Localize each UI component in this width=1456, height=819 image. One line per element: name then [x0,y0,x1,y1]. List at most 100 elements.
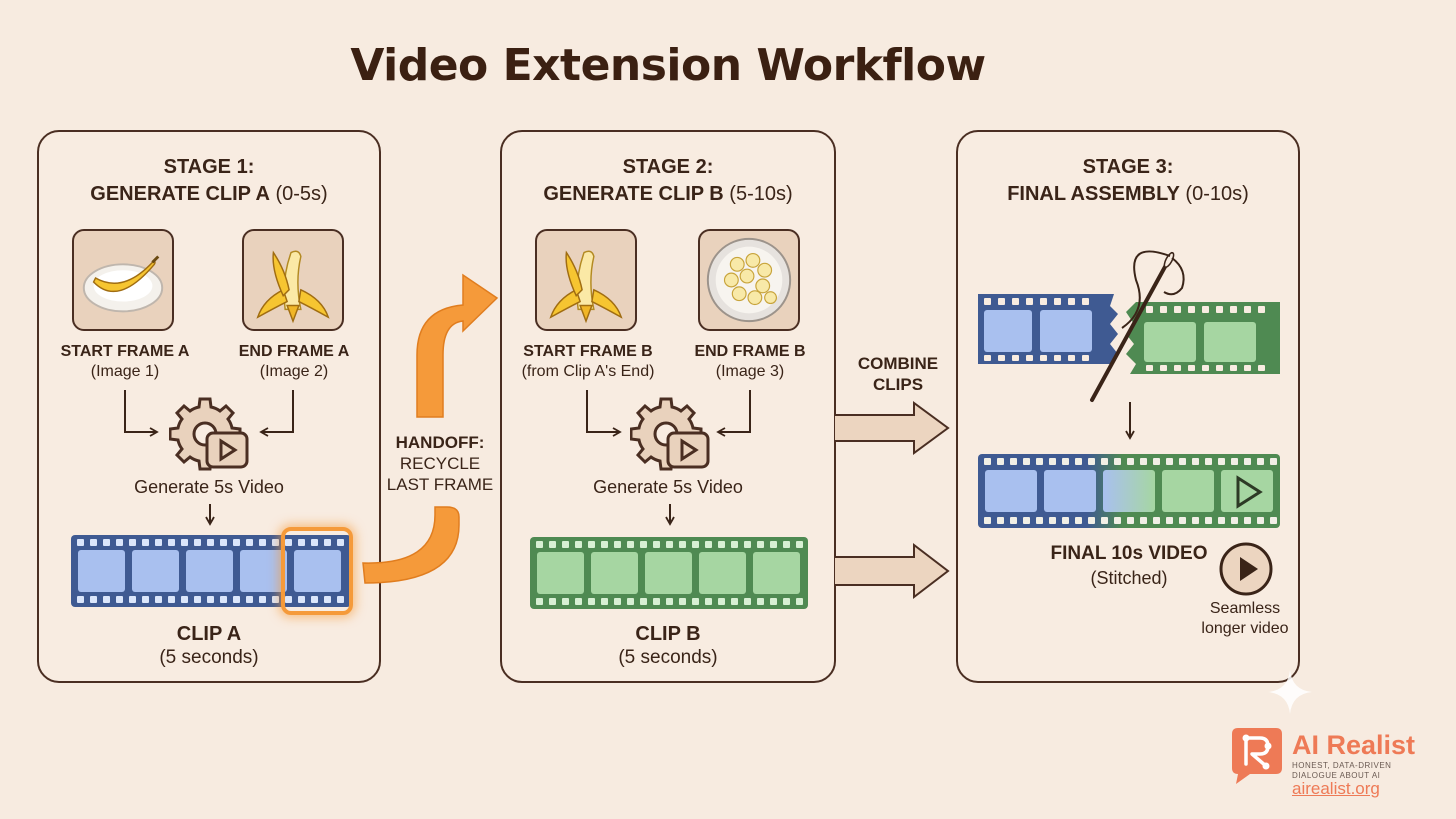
stage-2-title: STAGE 2: [622,156,714,178]
sprocket-hole [1257,458,1264,465]
sprocket-hole [1023,458,1030,465]
stage-3-range: (0-10s) [1185,183,1249,205]
sprocket-hole [116,539,123,546]
sprocket-hole [1114,517,1121,524]
seamless-note: Seamless longer video [1201,600,1289,637]
sprocket-hole [796,541,803,548]
sprocket-hole [1218,517,1225,524]
sprocket-hole [640,541,647,548]
combine-arrows [834,401,950,600]
peeled-banana-icon [256,250,330,324]
sprocket-hole [653,598,660,605]
sprocket-hole [549,541,556,548]
final-video-filmstrip [978,454,1280,528]
sprocket-hole [142,539,149,546]
gear-play-icon [630,397,710,471]
sprocket-hole [536,598,543,605]
stitching-filmstrips [978,250,1280,402]
stage-2-panel: STAGE 2: GENERATE CLIP B (5-10s) START F… [500,130,836,683]
sprocket-hole [1101,517,1108,524]
stage-2-generate-label: Generate 5s Video [593,477,743,497]
start-frame-b-thumbnail [535,229,637,331]
sprocket-hole [1036,458,1043,465]
sprocket-hole [666,541,673,548]
sprocket-hole [129,539,136,546]
sprocket-hole [1049,517,1056,524]
sprocket-hole [744,541,751,548]
sprocket-hole [298,539,305,546]
sprocket-hole [155,596,162,603]
sprocket-hole [705,541,712,548]
sprocket-hole [337,596,344,603]
play-circle-icon[interactable] [1218,541,1274,597]
sprocket-hole [246,596,253,603]
sprocket-hole [679,541,686,548]
sprocket-hole [575,541,582,548]
sprocket-hole [692,541,699,548]
sprocket-hole [1140,517,1147,524]
sprocket-hole [575,598,582,605]
stage-3-down-arrow [1125,402,1135,440]
sprocket-hole [272,539,279,546]
sprocket-hole [770,598,777,605]
sprocket-hole [718,541,725,548]
page-title: Video Extension Workflow [350,40,986,91]
sprocket-hole [984,458,991,465]
sprocket-hole [90,596,97,603]
stage-3-panel: STAGE 3: FINAL ASSEMBLY (0-10s) [956,130,1300,683]
sprocket-hole [1010,517,1017,524]
sprocket-hole [1205,458,1212,465]
handoff-arrow [362,273,499,584]
end-frame-b-caption: END FRAME B (Image 3) [694,343,806,380]
sprocket-hole [1036,517,1043,524]
sprocket-hole [1166,517,1173,524]
sprocket-hole [337,539,344,546]
sparkle-icon [1268,670,1312,714]
sprocket-hole [259,596,266,603]
sprocket-hole [1270,517,1277,524]
sprocket-hole [311,539,318,546]
sprocket-hole [233,539,240,546]
sprocket-hole [168,596,175,603]
stage-1-panel: STAGE 1: GENERATE CLIP A (0-5s) START FR… [37,130,381,683]
banana-on-plate-icon [82,255,164,313]
sprocket-hole [1023,517,1030,524]
sprocket-hole [1088,517,1095,524]
sprocket-hole [1192,458,1199,465]
sprocket-hole [1257,517,1264,524]
sprocket-hole [181,539,188,546]
sprocket-hole [783,598,790,605]
stage-1-title: STAGE 1: [163,156,255,178]
combine-label: COMBINE CLIPS [857,354,939,394]
combine-arrow-top [834,401,950,455]
sprocket-hole [614,598,621,605]
sprocket-hole [1166,458,1173,465]
sprocket-hole [997,517,1004,524]
sprocket-hole [718,598,725,605]
sprocket-hole [984,517,991,524]
ai-realist-logo-icon[interactable] [1230,726,1284,786]
sprocket-hole [77,596,84,603]
sprocket-hole [1062,517,1069,524]
end-frame-a-thumbnail [242,229,344,331]
sprocket-hole [1192,517,1199,524]
stage-3-subtitle: FINAL ASSEMBLY [1007,183,1180,205]
sprocket-hole [588,598,595,605]
sprocket-hole [1049,458,1056,465]
sprocket-hole [1127,517,1134,524]
sprocket-hole [1218,458,1225,465]
sprocket-hole [220,539,227,546]
brand-url-link[interactable]: airealist.org [1292,779,1380,798]
sprocket-hole [1179,517,1186,524]
sprocket-hole [1153,458,1160,465]
sprocket-hole [1153,517,1160,524]
sprocket-hole [298,596,305,603]
sprocket-hole [692,598,699,605]
sprocket-hole [1127,458,1134,465]
clip-a-frames [78,550,341,592]
sprocket-hole [90,539,97,546]
sprocket-hole [1205,517,1212,524]
sprocket-hole [1114,458,1121,465]
sprocket-hole [562,598,569,605]
sprocket-hole [1244,517,1251,524]
